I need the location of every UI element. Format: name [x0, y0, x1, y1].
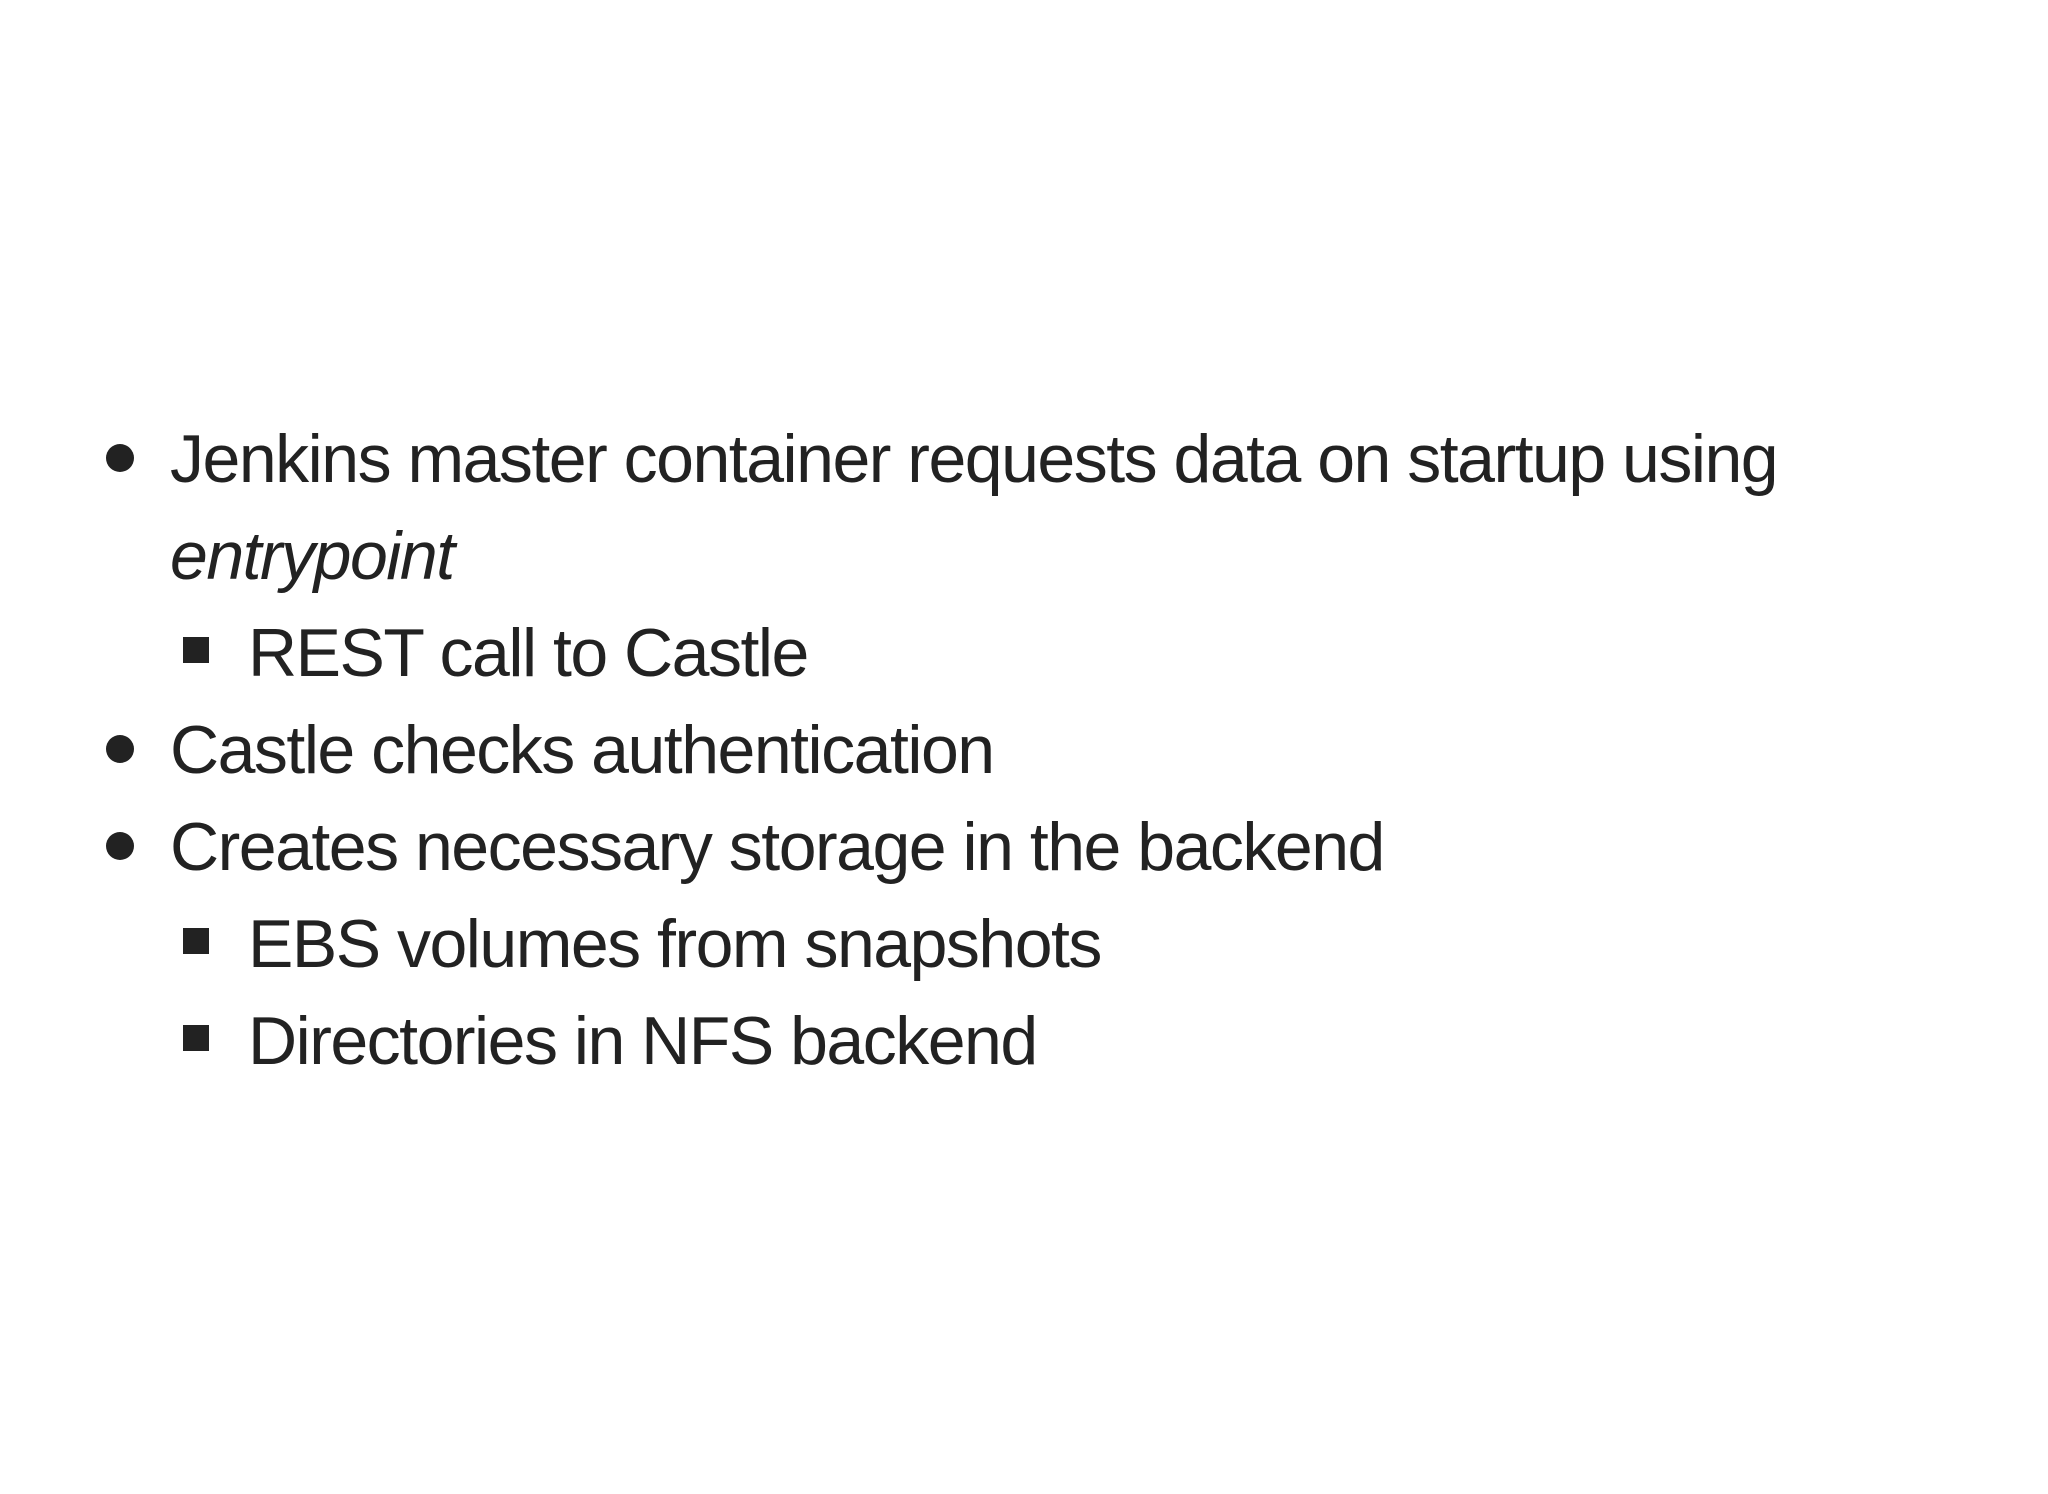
list-item: Creates necessary storage in the backend: [106, 799, 2006, 896]
list-item-text: Creates necessary storage in the backend: [170, 809, 1385, 885]
square-bullet-icon: [183, 637, 209, 663]
square-bullet-icon: [183, 1025, 209, 1051]
list-item-text: Jenkins master container requests data o…: [170, 421, 1779, 497]
list-item-emphasis: entrypoint: [170, 518, 455, 594]
disc-bullet-icon: [106, 444, 134, 472]
list-item: REST call to Castle: [106, 605, 2006, 702]
list-item-body: Jenkins master container requests data o…: [170, 411, 2006, 605]
list-item: Jenkins master container requests data o…: [106, 411, 2006, 605]
disc-bullet-icon: [106, 735, 134, 763]
disc-bullet-icon: [106, 832, 134, 860]
list-item: EBS volumes from snapshots: [106, 896, 2006, 993]
list-item-text: REST call to Castle: [248, 615, 809, 691]
list-item-text: Castle checks authentication: [170, 712, 995, 788]
list-item-text: Directories in NFS backend: [248, 1003, 1038, 1079]
bullet-list: Jenkins master container requests data o…: [106, 411, 2006, 1090]
list-item: Directories in NFS backend: [106, 993, 2006, 1090]
square-bullet-icon: [183, 928, 209, 954]
list-item: Castle checks authentication: [106, 702, 2006, 799]
list-item-text: EBS volumes from snapshots: [248, 906, 1102, 982]
